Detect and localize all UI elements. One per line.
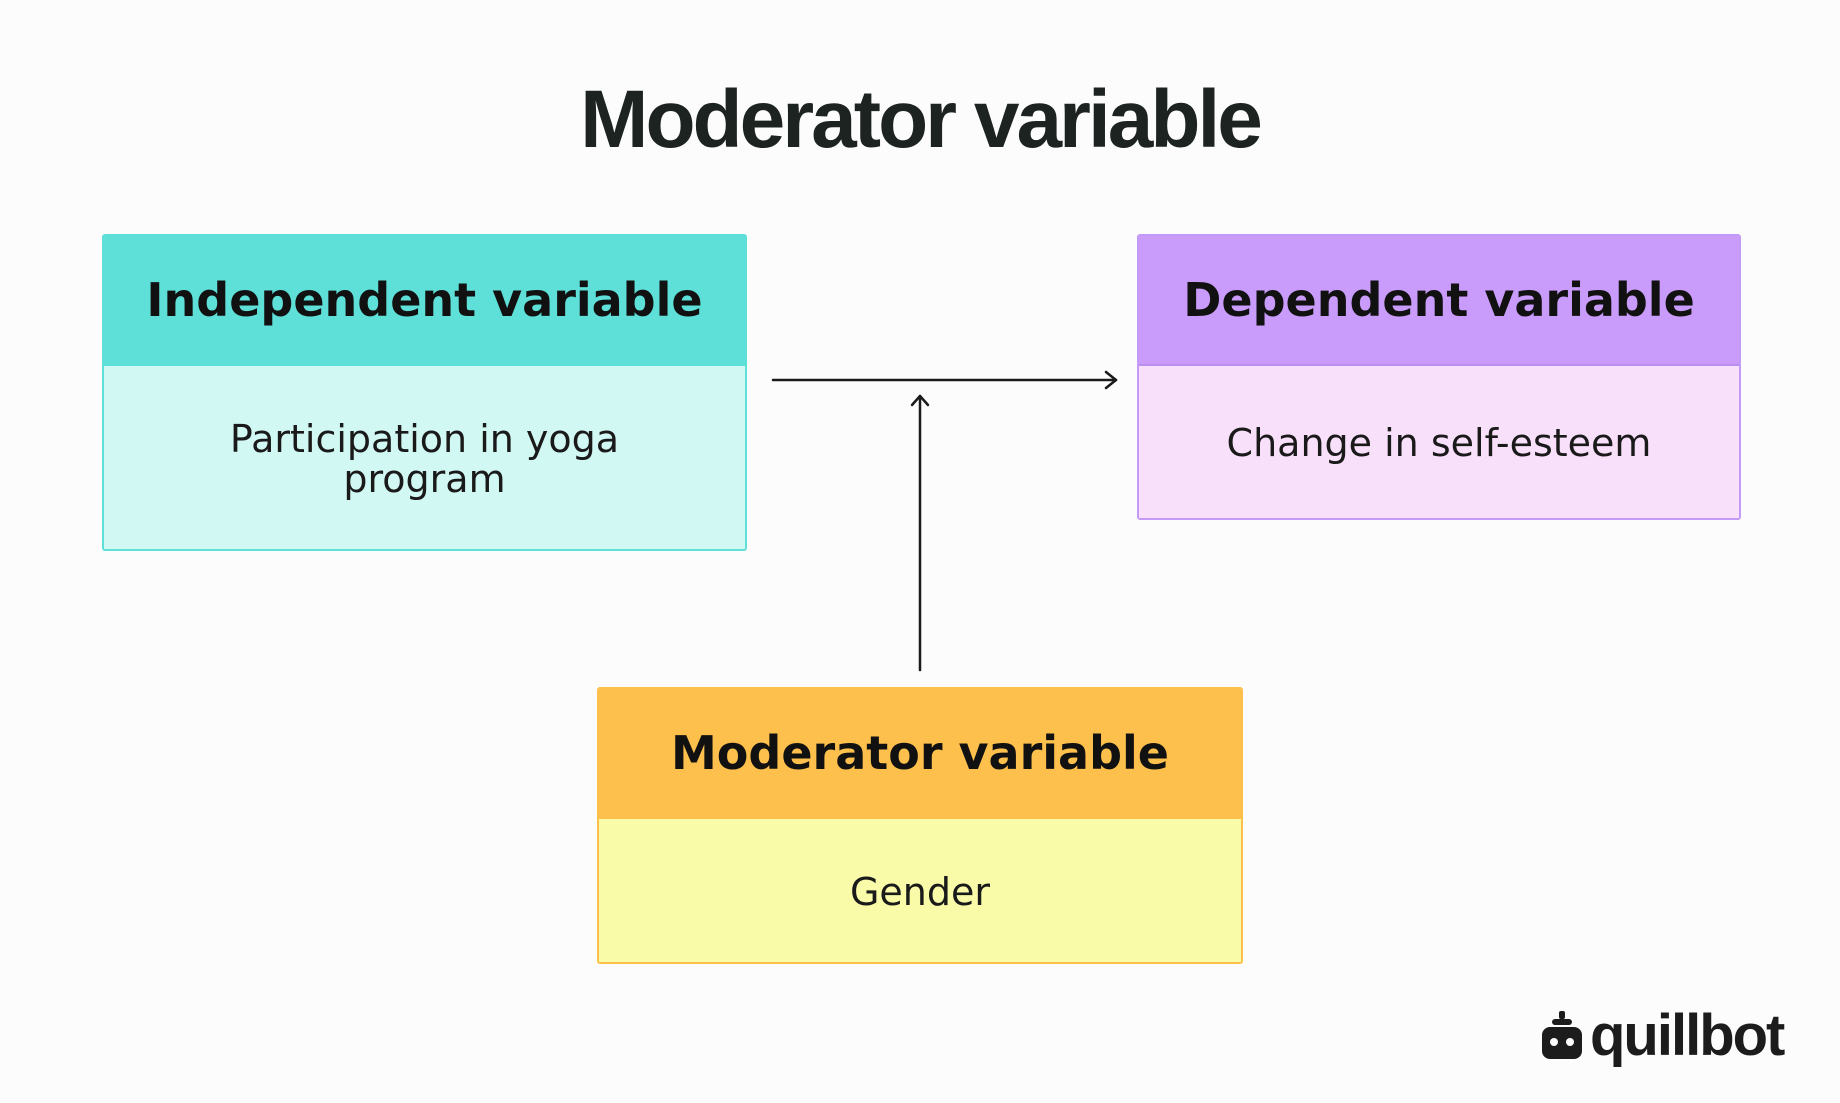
- quillbot-logo: quillbot: [1540, 1003, 1785, 1068]
- dependent-variable-heading: Dependent variable: [1139, 236, 1739, 366]
- moderator-variable-box: Moderator variable Gender: [597, 687, 1243, 964]
- independent-variable-box: Independent variable Participation in yo…: [102, 234, 747, 551]
- dependent-variable-text: Change in self-esteem: [1139, 366, 1739, 518]
- moderator-variable-text: Gender: [599, 819, 1241, 962]
- arrow-moderator-to-relationship: [910, 394, 930, 672]
- moderator-variable-heading: Moderator variable: [599, 689, 1241, 819]
- diagram-title: Moderator variable: [580, 74, 1263, 165]
- arrow-independent-to-dependent: [771, 370, 1118, 390]
- dependent-variable-box: Dependent variable Change in self-esteem: [1137, 234, 1741, 520]
- independent-variable-text: Participation in yoga program: [104, 366, 745, 549]
- independent-variable-heading: Independent variable: [104, 236, 745, 366]
- quillbot-robot-icon: [1542, 1011, 1582, 1059]
- logo-wordmark: quillbot: [1590, 1003, 1785, 1068]
